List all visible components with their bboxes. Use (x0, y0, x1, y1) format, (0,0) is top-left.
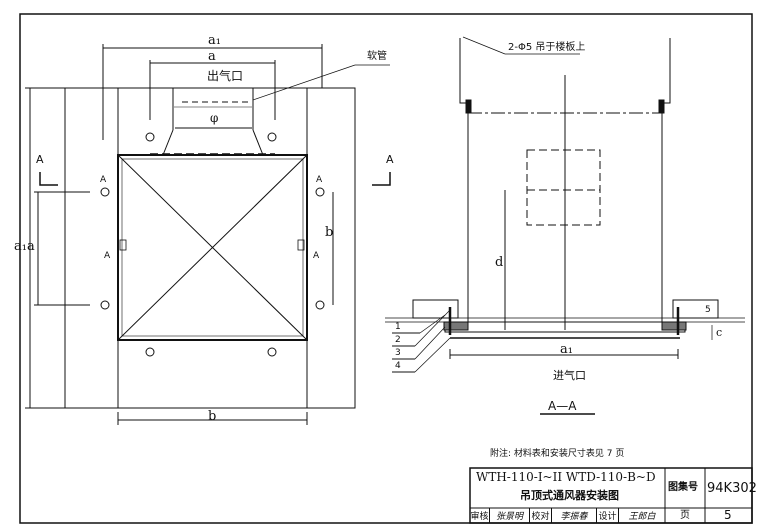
inlet-label: 进气口 (553, 369, 586, 382)
dim-a1-section: a₁ (560, 342, 573, 357)
design-label: 设计 (597, 508, 619, 523)
part-number: 5 (705, 305, 711, 315)
atlas-label: 图集号 (668, 482, 698, 493)
dim-b-bottom: b (208, 409, 217, 424)
outlet-label: 出气口 (207, 69, 244, 83)
check-signature: 李振春 (552, 508, 597, 523)
note: 附注: 材料表和安装尺寸表见 7 页 (490, 449, 625, 459)
page-number: 5 (724, 508, 732, 522)
part-number: 4 (395, 361, 401, 371)
dim-a1-top: a₁ (208, 33, 221, 48)
review-label: 审核 (470, 508, 490, 523)
section-view (385, 36, 745, 415)
section-mark: A (386, 153, 394, 166)
dim-a-top: a (208, 49, 216, 64)
section-mark: A (313, 251, 320, 261)
part-number: 2 (395, 335, 401, 345)
dim-b-right: b (325, 225, 334, 240)
section-mark: A (100, 175, 107, 185)
section-title: A—A (548, 399, 577, 413)
check-label: 校对 (530, 508, 552, 523)
design-signature: 王郎白 (628, 512, 656, 522)
part-number: 1 (395, 322, 401, 332)
part-number: 3 (395, 348, 401, 358)
hose-label: 软管 (367, 51, 387, 62)
bolt-holes (100, 132, 325, 357)
drawing-title: 吊顶式通风器安装图 (520, 489, 619, 502)
page-label: 页 (680, 510, 690, 521)
dim-c: c (716, 326, 723, 339)
dim-a-left: a (27, 239, 35, 254)
sheet-frame (19, 13, 753, 524)
signature-row: 审核 张景明 校对 李振春 设计 王郎白 (470, 508, 665, 523)
section-mark: A (36, 153, 44, 166)
hanger-label: 2-Φ5 吊于楼板上 (508, 42, 586, 53)
review-signature: 张景明 (490, 508, 530, 523)
section-mark: A (316, 175, 323, 185)
phi-label: φ (210, 111, 219, 125)
section-mark: A (104, 251, 111, 261)
model-text: WTH-110-I~II WTD-110-B~D (476, 470, 656, 484)
dim-a1-left: a₁ (14, 239, 27, 254)
atlas-number: 94K302 (707, 481, 757, 496)
dim-d: d (495, 255, 504, 270)
plan-view (25, 44, 391, 425)
